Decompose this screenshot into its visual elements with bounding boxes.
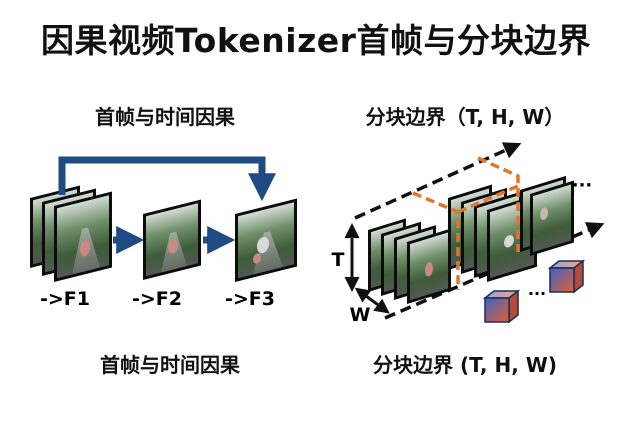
frame-f3 (235, 198, 297, 282)
frame-thumbnail (54, 191, 112, 282)
chunk-boundary-lines (412, 156, 520, 290)
right-heading: 分块边界（T, H, W） (365, 105, 565, 129)
axis-t-label: T (332, 249, 345, 271)
left-caption: 首帧与时间因果 (100, 353, 240, 377)
frame-label-f2: ->F2 (132, 288, 182, 310)
token-cube-right (547, 259, 586, 294)
frame-label-f3: ->F3 (225, 288, 275, 310)
axis-w-label: W (350, 304, 371, 326)
top-direction-arrow (354, 142, 522, 220)
video-frame-stack (368, 175, 574, 304)
left-heading: 首帧与时间因果 (95, 105, 235, 129)
first-frame-skip-arrow (58, 156, 276, 202)
right-caption: 分块边界 (T, H, W) (373, 353, 557, 377)
ellipsis-top: ··· (572, 175, 593, 196)
token-cube-left (482, 289, 521, 324)
frame-f2 (143, 199, 201, 280)
page-title: 因果视频Tokenizer首帧与分块边界 (41, 21, 591, 60)
ellipsis-cubes: ··· (528, 284, 546, 303)
frame-label-f1: ->F1 (40, 288, 90, 310)
frame-stack-f1 (30, 185, 112, 282)
axis-w-arrow (354, 287, 390, 314)
